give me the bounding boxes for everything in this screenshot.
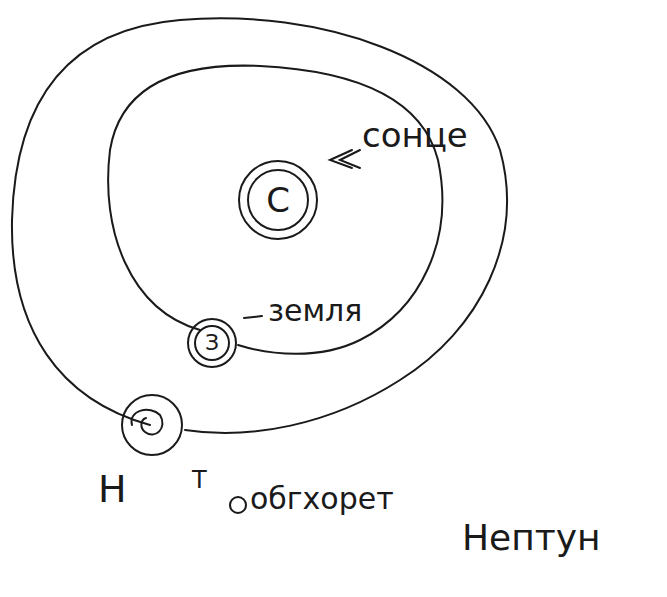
planet-circle: З (187, 318, 237, 368)
handwritten-label: Н (98, 470, 127, 508)
inner-orbit (108, 66, 442, 354)
sun-inner-ring (248, 170, 308, 230)
planet-letter: З (205, 332, 219, 354)
earth-inner-ring (195, 326, 229, 360)
outer-orbit (12, 18, 507, 433)
planet-letter: С (266, 183, 290, 217)
handwritten-label: Т (192, 468, 207, 492)
neptune-planet (122, 395, 182, 455)
sun-leader-arrow (330, 150, 360, 168)
handwritten-label: сонце (362, 118, 468, 152)
planet-circle: С (238, 160, 318, 240)
handwritten-label: Нептун (462, 520, 601, 556)
earth-dash (244, 316, 262, 318)
handwritten-label: обгхорет (250, 484, 394, 514)
small-circle (230, 497, 246, 513)
handwritten-label: земля (268, 296, 362, 326)
neptune-scribble (132, 410, 163, 435)
